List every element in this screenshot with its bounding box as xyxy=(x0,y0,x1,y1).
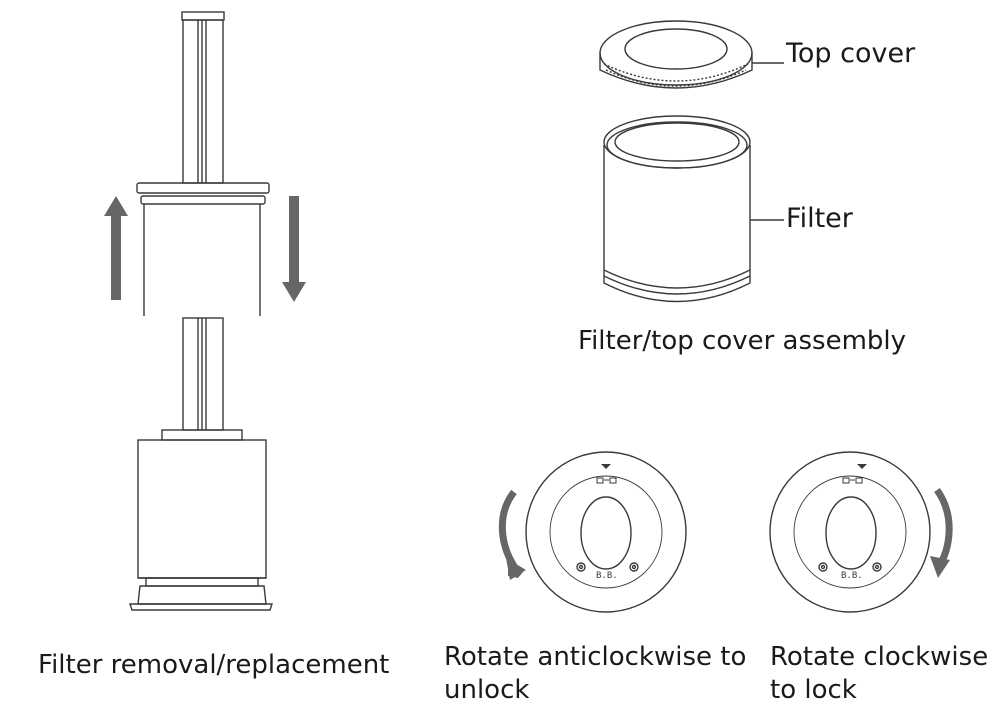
lift-up-arrow xyxy=(104,196,128,300)
alignment-marker-icon xyxy=(857,464,867,469)
top-cover-label: Top cover xyxy=(786,38,916,69)
lower-down-arrow xyxy=(282,196,306,302)
clockwise-caption-line1: Rotate clockwise xyxy=(770,642,989,672)
base-collar xyxy=(161,429,243,441)
lifted-top-ring xyxy=(136,182,270,194)
clockwise-arrow-shaft xyxy=(934,487,953,570)
dial-display-text: B.B. xyxy=(596,571,618,581)
assembly-caption: Filter/top cover assembly xyxy=(578,326,907,356)
anticlockwise-arrow-shaft xyxy=(498,489,521,575)
column-cap xyxy=(181,11,225,21)
alignment-marker-icon xyxy=(601,464,611,469)
clockwise-arrow-head xyxy=(930,556,950,578)
lower-column xyxy=(182,317,224,431)
lock-symbols-icon xyxy=(596,477,617,484)
anticlockwise-arrow-head xyxy=(506,558,526,580)
clockwise-caption-line2: to lock xyxy=(770,675,857,705)
base-foot xyxy=(137,585,267,605)
lock-symbols-icon xyxy=(842,477,863,484)
dial-display-text: B.B. xyxy=(841,571,863,581)
unlock-dial xyxy=(525,451,687,613)
upper-column xyxy=(182,19,224,184)
purifier-tower-illustration xyxy=(129,11,273,611)
anticlockwise-caption-line1: Rotate anticlockwise to xyxy=(444,642,747,672)
top-cover-illustration xyxy=(599,20,753,89)
lock-dial xyxy=(769,451,931,613)
anticlockwise-caption-line2: unlock xyxy=(444,675,530,705)
base-body xyxy=(137,439,267,579)
filter-label: Filter xyxy=(786,203,853,234)
lifted-filter-body xyxy=(143,204,261,316)
filter-cartridge-illustration xyxy=(603,115,751,303)
removal-caption: Filter removal/replacement xyxy=(38,650,390,680)
